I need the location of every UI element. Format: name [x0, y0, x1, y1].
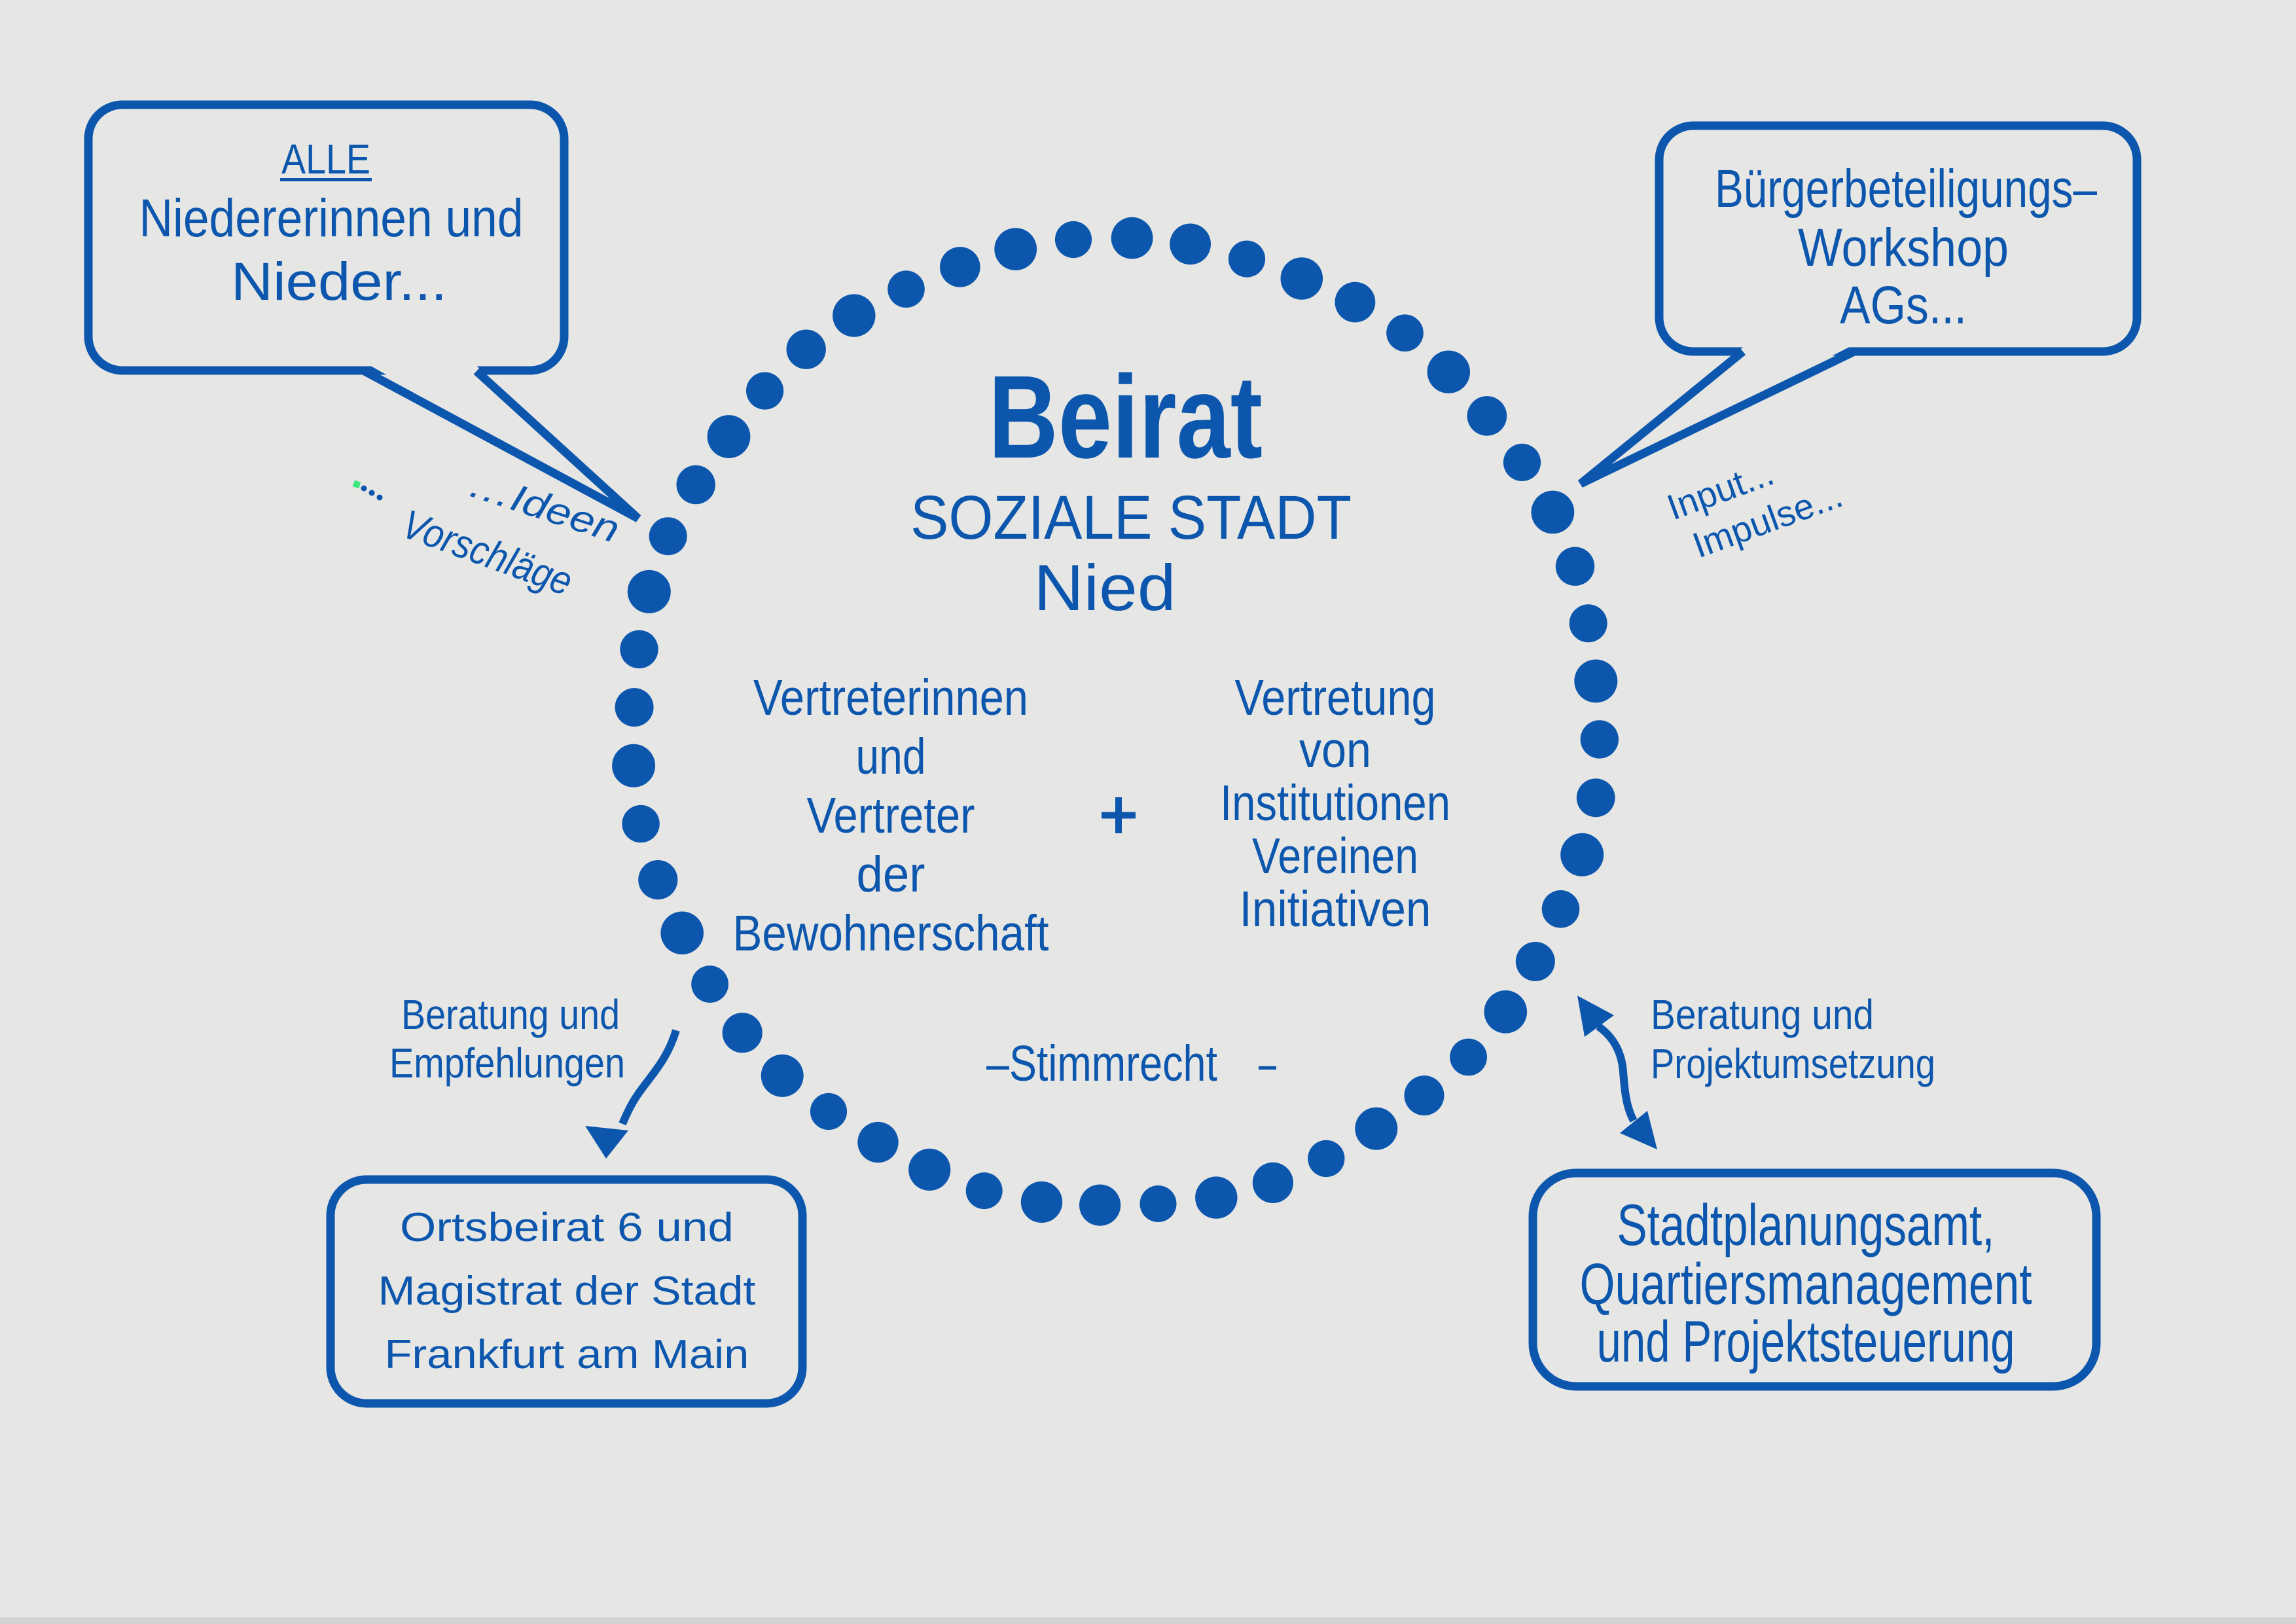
svg-text:Nieder...: Nieder...: [231, 252, 447, 312]
svg-text:Vertreter: Vertreter: [807, 787, 975, 844]
svg-text:–: –: [1259, 1036, 1276, 1092]
svg-text:Nied: Nied: [1034, 551, 1176, 624]
svg-text:Magistrat der Stadt: Magistrat der Stadt: [378, 1269, 756, 1314]
svg-text:Niedererinnen und: Niedererinnen und: [139, 189, 524, 248]
svg-text:und Projektsteuerung: und Projektsteuerung: [1597, 1308, 2015, 1374]
svg-text:Empfehlungen: Empfehlungen: [389, 1039, 625, 1087]
svg-text:Beratung und: Beratung und: [401, 991, 620, 1038]
svg-text:von: von: [1299, 722, 1371, 778]
svg-text:Vereinen: Vereinen: [1252, 828, 1418, 884]
svg-text:der: der: [857, 846, 925, 903]
svg-text:–Stimmrecht: –Stimmrecht: [986, 1036, 1217, 1092]
svg-text:Stadtplanungsamt,: Stadtplanungsamt,: [1617, 1192, 1995, 1257]
svg-text:SOZIALE STADT: SOZIALE STADT: [910, 483, 1352, 552]
svg-text:Institutionen: Institutionen: [1220, 775, 1450, 831]
svg-text:Frankfurt am Main: Frankfurt am Main: [385, 1332, 749, 1377]
svg-text:Beratung und: Beratung und: [1651, 991, 1874, 1038]
svg-text:Bürgerbeteiligungs–: Bürgerbeteiligungs–: [1715, 159, 2097, 219]
svg-text:Vertretung: Vertretung: [1235, 670, 1436, 726]
svg-text:Bewohnerschaft: Bewohnerschaft: [733, 905, 1049, 962]
svg-text:Beirat: Beirat: [988, 352, 1263, 483]
svg-text:Initiativen: Initiativen: [1240, 881, 1431, 937]
svg-text:und: und: [856, 729, 926, 785]
svg-text:Quartiersmanagement: Quartiersmanagement: [1580, 1251, 2032, 1316]
svg-text:AGs...: AGs...: [1840, 276, 1967, 335]
svg-text:Ortsbeirat 6 und: Ortsbeirat 6 und: [400, 1205, 734, 1250]
svg-text:Projektumsetzung: Projektumsetzung: [1651, 1040, 1935, 1087]
svg-text:Workshop: Workshop: [1798, 218, 2009, 278]
svg-text:ALLE: ALLE: [281, 135, 370, 183]
svg-text:Vertreterinnen: Vertreterinnen: [753, 670, 1028, 726]
